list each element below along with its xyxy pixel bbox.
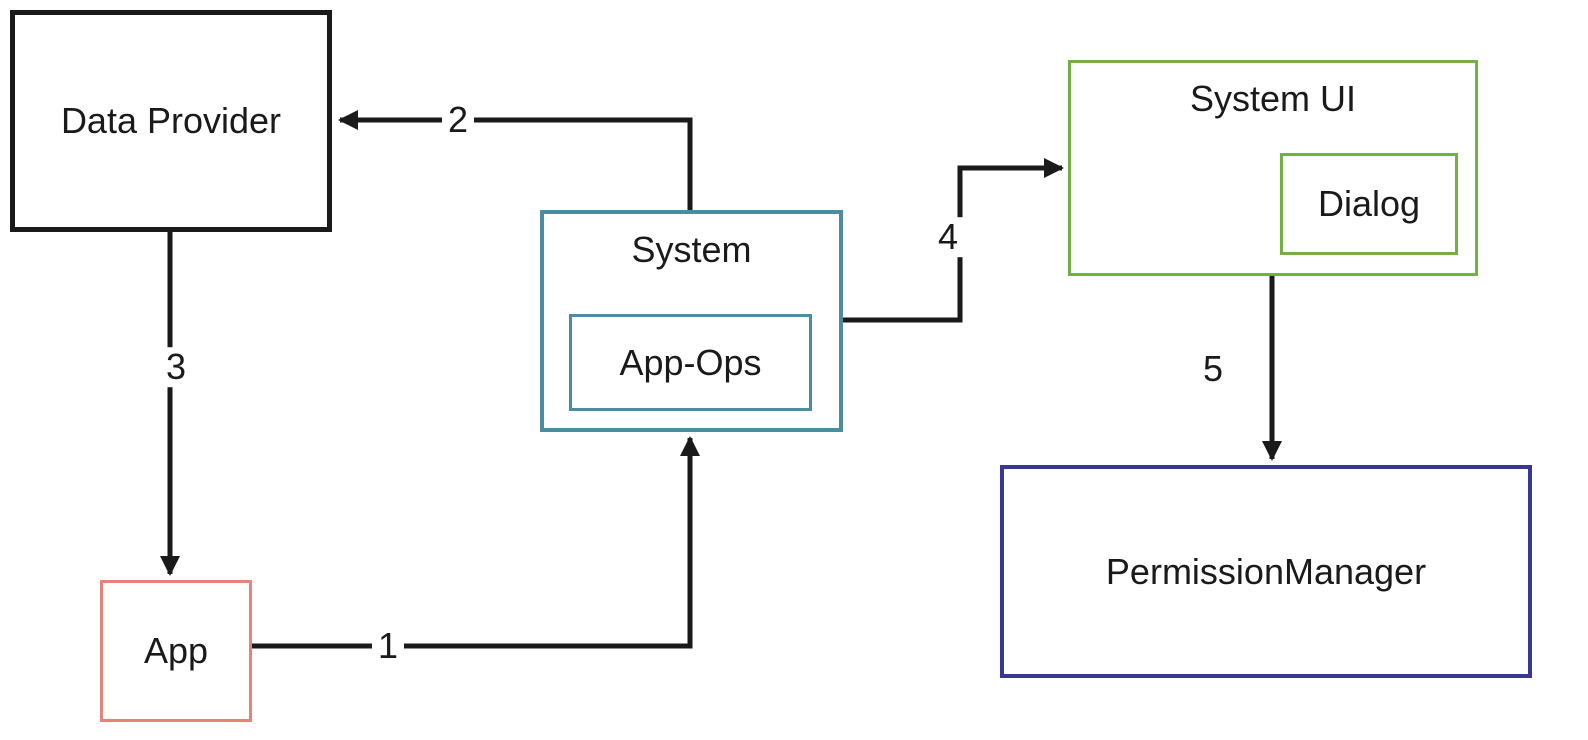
node-dialog: Dialog: [1280, 153, 1458, 255]
node-dialog-label: Dialog: [1317, 183, 1421, 225]
node-permission-manager: PermissionManager: [1000, 465, 1532, 678]
node-data-provider-label: Data Provider: [60, 100, 282, 142]
node-data-provider: Data Provider: [10, 10, 332, 232]
node-app-ops-label: App-Ops: [619, 341, 762, 383]
edge-label-1: 1: [371, 626, 405, 666]
edge-label-5: 5: [1196, 349, 1230, 389]
node-system: System App-Ops: [540, 210, 843, 432]
node-system-label: System: [631, 229, 752, 270]
node-app: App: [100, 580, 252, 722]
node-permission-manager-label: PermissionManager: [1105, 550, 1427, 592]
edge-label-2: 2: [441, 100, 475, 140]
node-app-label: App: [143, 630, 209, 672]
node-system-ui: System UI Dialog: [1068, 60, 1478, 276]
node-app-ops: App-Ops: [569, 314, 812, 411]
edge-label-3: 3: [159, 347, 193, 387]
node-system-ui-label: System UI: [1189, 78, 1357, 119]
edge-label-4: 4: [931, 217, 965, 257]
edge-1-app-to-system: [252, 436, 700, 649]
edge-2-system-to-data-provider: [338, 110, 693, 210]
